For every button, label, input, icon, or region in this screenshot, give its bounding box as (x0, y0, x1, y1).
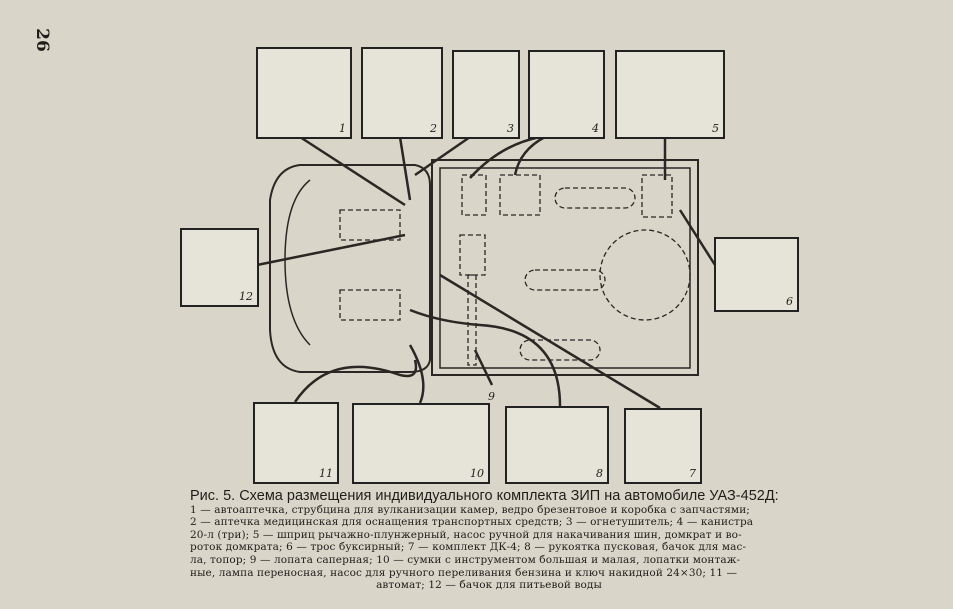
item-number: 3 (507, 122, 514, 135)
item-number: 7 (689, 467, 696, 480)
caption-line: 1 — автоаптечка, струбцина для вулканиза… (190, 503, 750, 516)
caption-line: автомат; 12 — бачок для питьевой воды (376, 579, 602, 592)
item-number: 5 (712, 122, 719, 135)
item-number: 11 (319, 467, 333, 480)
item-box-11: 11 (253, 402, 339, 484)
caption-line: 2 — аптечка медицинская для оснащения тр… (190, 516, 754, 529)
item-box-12: 12 (180, 228, 259, 307)
item-number: 12 (239, 290, 253, 303)
item-number: 10 (470, 467, 484, 480)
caption-line: роток домкрата; 6 — трос буксирный; 7 — … (190, 541, 747, 554)
caption-line: ла, топор; 9 — лопата саперная; 10 — сум… (190, 553, 741, 566)
item-box-7: 7 (624, 408, 702, 484)
vehicle-cab-outline (269, 164, 431, 373)
item-box-1: 1 (256, 47, 352, 139)
vehicle-cab-inner (284, 179, 311, 346)
item-box-5: 5 (615, 50, 725, 139)
vehicle-body-outline (431, 159, 699, 376)
item-box-3: 3 (452, 50, 520, 139)
label-9: 9 (488, 390, 495, 403)
item-number: 4 (592, 122, 599, 135)
item-box-10: 10 (352, 403, 490, 484)
caption-line: 20-л (три); 5 — шприц рычажно-плунжерный… (190, 528, 742, 541)
item-number: 1 (339, 122, 346, 135)
item-box-8: 8 (505, 406, 609, 484)
item-box-2: 2 (361, 47, 443, 139)
item-number: 2 (430, 122, 437, 135)
item-number: 8 (596, 467, 603, 480)
caption-line: ные, лампа переносная, насос для ручного… (190, 566, 738, 579)
item-number: 6 (786, 295, 793, 308)
figure-caption: Рис. 5. Схема размещения индивидуального… (190, 488, 788, 592)
item-box-6: 6 (714, 237, 799, 312)
item-box-4: 4 (528, 50, 605, 139)
caption-title: Рис. 5. Схема размещения индивидуального… (190, 488, 779, 504)
